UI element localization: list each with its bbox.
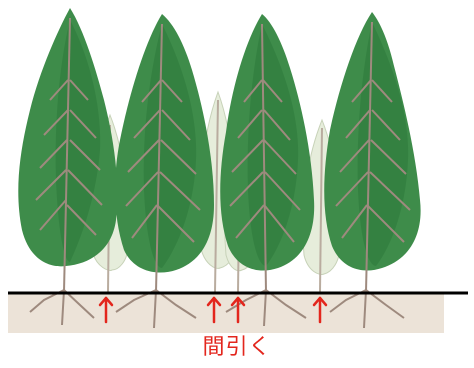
tall-conifer-tree-3 xyxy=(220,14,314,326)
tall-conifer-tree-1 xyxy=(18,8,117,325)
tall-conifer-tree-4 xyxy=(324,12,420,328)
tall-conifer-tree-2 xyxy=(115,14,214,328)
thinning-caption: 間引く xyxy=(0,335,474,361)
